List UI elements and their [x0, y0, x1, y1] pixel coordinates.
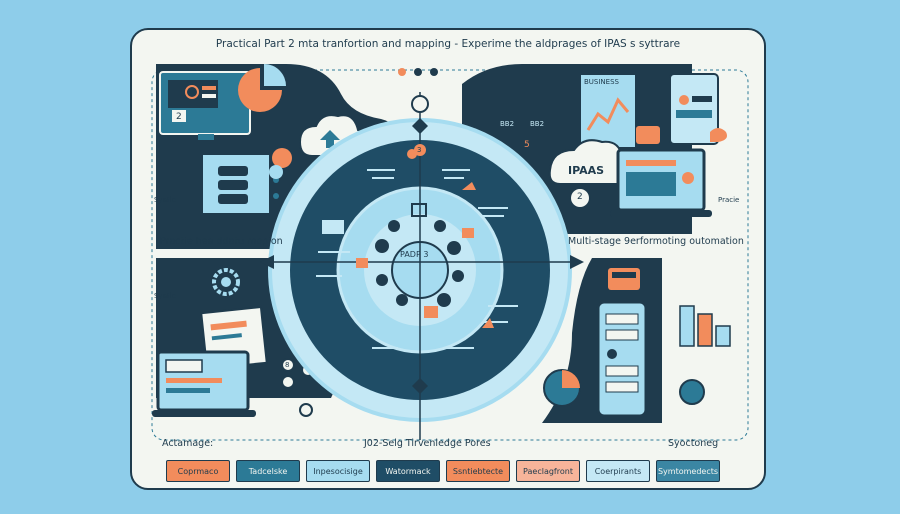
tag-chip[interactable]: Tadcelske [236, 460, 300, 482]
number-8: 8 [285, 361, 290, 369]
bar-chart-right [679, 305, 695, 347]
tag-chip[interactable]: Ssntiebtecte [446, 460, 510, 482]
side-label-left-top: Syatle [154, 196, 176, 204]
page-title: Practical Part 2 mta tranfortion and map… [215, 38, 681, 50]
phone-top-right [669, 73, 719, 145]
label-right-mid: Multi-stage 9erformoting outomation [568, 236, 744, 247]
diagram-graphics [151, 64, 749, 441]
business-label: BUSINESS [584, 78, 619, 86]
diagram-card: Practical Part 2 mta tranfortion and map… [130, 28, 766, 490]
number-2-right: 2 [577, 192, 583, 202]
label-bb2-right: BB2 [530, 120, 545, 128]
label-bottom-left: Actamage: [162, 438, 214, 449]
number-2-left: 2 [176, 112, 182, 122]
tag-chip[interactable]: Coerpirants [586, 460, 650, 482]
label-bottom-center: J02-Selg Tirvenledge Pores [364, 438, 491, 449]
tag-chip[interactable]: Watormack [376, 460, 440, 482]
globe-icon [679, 379, 705, 405]
number-5: 5 [524, 140, 530, 150]
side-label-right-top: Pracie [718, 196, 740, 204]
label-left-mid: Practie hea ddatu mopion [160, 236, 283, 247]
side-label-left-bottom: Syatle [154, 292, 176, 300]
tag-chip[interactable]: Symtomedects [656, 460, 720, 482]
label-bb2-left: BB2 [500, 120, 515, 128]
tag-chip[interactable]: Coprmaco [166, 460, 230, 482]
tag-chip[interactable]: Inpesocisige [306, 460, 370, 482]
ipaas-label: IPAAS [568, 164, 605, 177]
tag-chip[interactable]: Paeclagfront [516, 460, 580, 482]
number-3: 3 [417, 146, 422, 154]
center-hub-label: PADP 3 [400, 250, 429, 259]
gear-icon [212, 268, 240, 296]
dashed-frame [151, 69, 749, 441]
label-bottom-right: Syoctoneg [668, 438, 719, 449]
